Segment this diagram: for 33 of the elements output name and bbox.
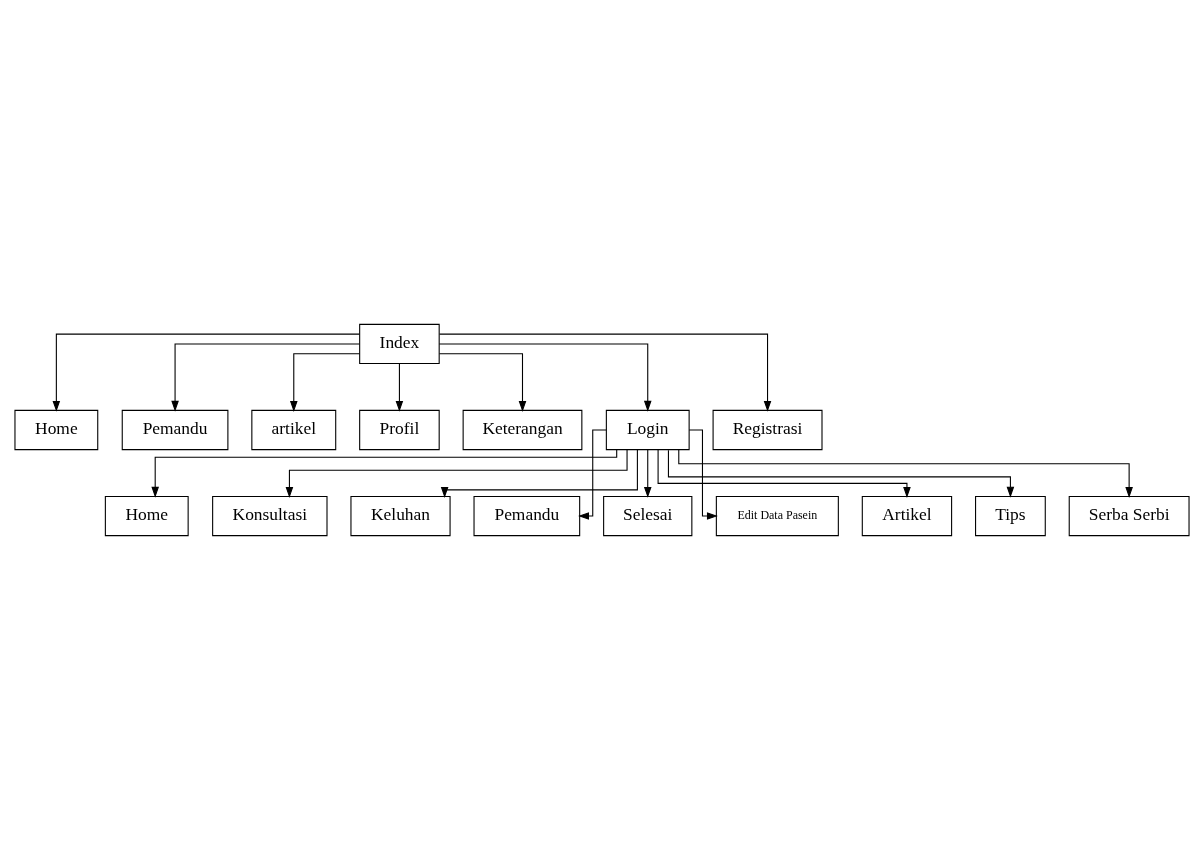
arrow — [678, 448, 1133, 498]
arrow — [438, 352, 527, 412]
arrow — [52, 333, 360, 412]
node-box: Pemandu — [473, 495, 581, 536]
node-box: artikel — [251, 409, 337, 450]
arrow — [171, 342, 360, 412]
node-box: Pemandu — [121, 409, 229, 450]
node-box: Index — [359, 323, 440, 364]
arrow — [657, 448, 911, 498]
arrow — [395, 362, 404, 412]
node-box: Profil — [359, 409, 440, 450]
node-box: Home — [14, 409, 99, 450]
node-box: Konsultasi — [212, 495, 328, 536]
arrow — [688, 428, 718, 520]
node-box: Keterangan — [462, 409, 583, 450]
arrow — [151, 448, 618, 498]
node-box: Artikel — [861, 495, 953, 536]
node-box: Edit Data Pasein — [715, 495, 839, 536]
node-box: Selesai — [603, 495, 693, 536]
arrow — [667, 449, 1015, 498]
node-box: Home — [104, 495, 189, 536]
arrow — [439, 333, 772, 412]
arrow — [578, 428, 607, 520]
node-box: Keluhan — [350, 495, 451, 536]
node-box: Serba Serbi — [1068, 495, 1190, 536]
arrow — [285, 448, 628, 498]
arrow — [438, 342, 652, 412]
node-box: Login — [605, 409, 690, 450]
arrow — [289, 352, 361, 412]
node-box: Tips — [975, 495, 1046, 536]
arrow — [643, 448, 652, 498]
node-box: Registrasi — [712, 409, 823, 450]
arrow — [440, 448, 638, 498]
